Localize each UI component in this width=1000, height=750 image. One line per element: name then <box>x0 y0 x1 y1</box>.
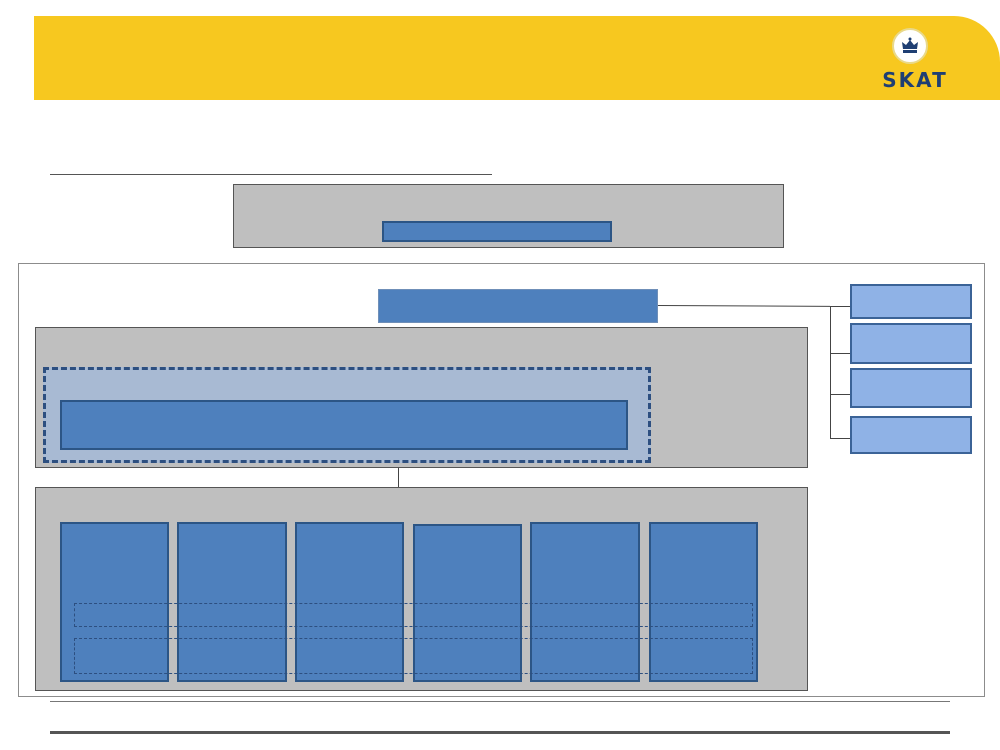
skat-logo: SKAT <box>860 18 970 94</box>
side-box-4 <box>850 416 972 454</box>
column-box-6 <box>649 522 758 682</box>
header-banner <box>34 16 1000 100</box>
connector-branch-1 <box>830 306 850 307</box>
middle-bar <box>60 400 628 450</box>
connector-branch-2 <box>830 353 850 354</box>
crown-icon <box>892 28 928 64</box>
side-box-2 <box>850 323 972 364</box>
side-box-3 <box>850 368 972 408</box>
footer-rule <box>50 701 950 702</box>
title-underline <box>50 174 492 175</box>
connector-branch-3 <box>830 394 850 395</box>
footer-bar <box>50 731 950 734</box>
dashed-row-1 <box>74 603 753 627</box>
column-box-3 <box>295 522 404 682</box>
side-box-1 <box>850 284 972 319</box>
connector-mid-bottom <box>398 468 399 487</box>
column-box-5 <box>530 522 640 682</box>
logo-text: SKAT <box>882 68 948 92</box>
column-box-2 <box>177 522 287 682</box>
top-panel-bar <box>382 221 612 242</box>
central-node <box>378 289 658 323</box>
column-box-1 <box>60 522 169 682</box>
dashed-row-2 <box>74 638 753 674</box>
connector-branch-4 <box>830 438 850 439</box>
connector-trunk <box>830 306 831 439</box>
